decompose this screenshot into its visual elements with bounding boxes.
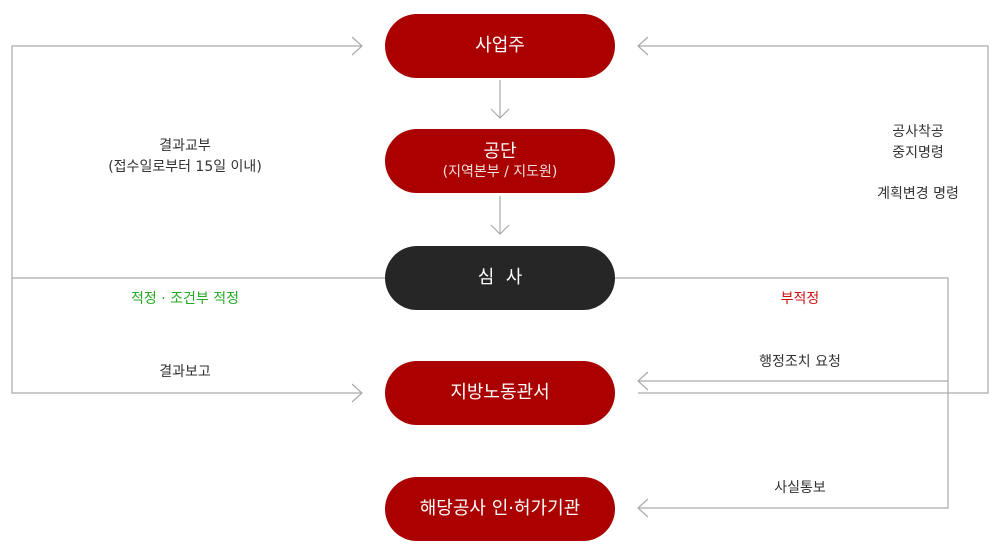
node-agency: 공단 (지역본부 / 지도원) [385,129,615,193]
node-review: 심 사 [385,246,615,310]
arrowhead-owner-left [351,36,363,56]
arrowhead-permit-right [637,498,649,518]
arrowhead-labor-right [637,371,649,391]
node-owner: 사업주 [385,14,615,78]
node-labor-office-label: 지방노동관서 [450,382,550,403]
label-stop-order: 공사착공 중지명령 [868,122,968,164]
right-connector-from-review [615,277,949,509]
arrowhead-review [490,224,510,235]
arrowhead-owner-right [637,36,649,56]
label-inappropriate: 부적정 [780,291,820,307]
left-connector-to-owner [11,45,385,279]
label-result-delivery-line1: 결과교부 [159,138,211,154]
node-review-label: 심 사 [477,267,523,288]
arrowhead-agency [490,108,510,119]
label-result-report: 결과보고 [159,364,211,380]
label-admin-action: 행정조치 요청 [759,354,841,370]
label-appropriate: 적정 · 조건부 적정 [131,291,239,307]
node-agency-label: 공단 [483,141,517,162]
label-stop-order-line1: 공사착공 [892,124,944,140]
label-plan-change: 계획변경 명령 [877,186,959,202]
arrowhead-labor-left [351,383,363,403]
label-result-delivery: 결과교부 (접수일로부터 15일 이내) [95,136,275,178]
label-result-delivery-line2: (접수일로부터 15일 이내) [108,159,262,175]
node-permit-agency: 해당공사 인·허가기관 [385,477,615,541]
node-labor-office: 지방노동관서 [385,361,615,425]
node-owner-label: 사업주 [475,35,525,56]
node-permit-agency-label: 해당공사 인·허가기관 [419,498,581,519]
label-stop-order-line2: 중지명령 [892,145,944,161]
right-connector-to-owner [638,45,989,394]
node-agency-sublabel: (지역본부 / 지도원) [442,164,558,180]
label-fact-notice: 사실통보 [774,480,826,496]
left-connector-to-labor-office [11,278,362,394]
